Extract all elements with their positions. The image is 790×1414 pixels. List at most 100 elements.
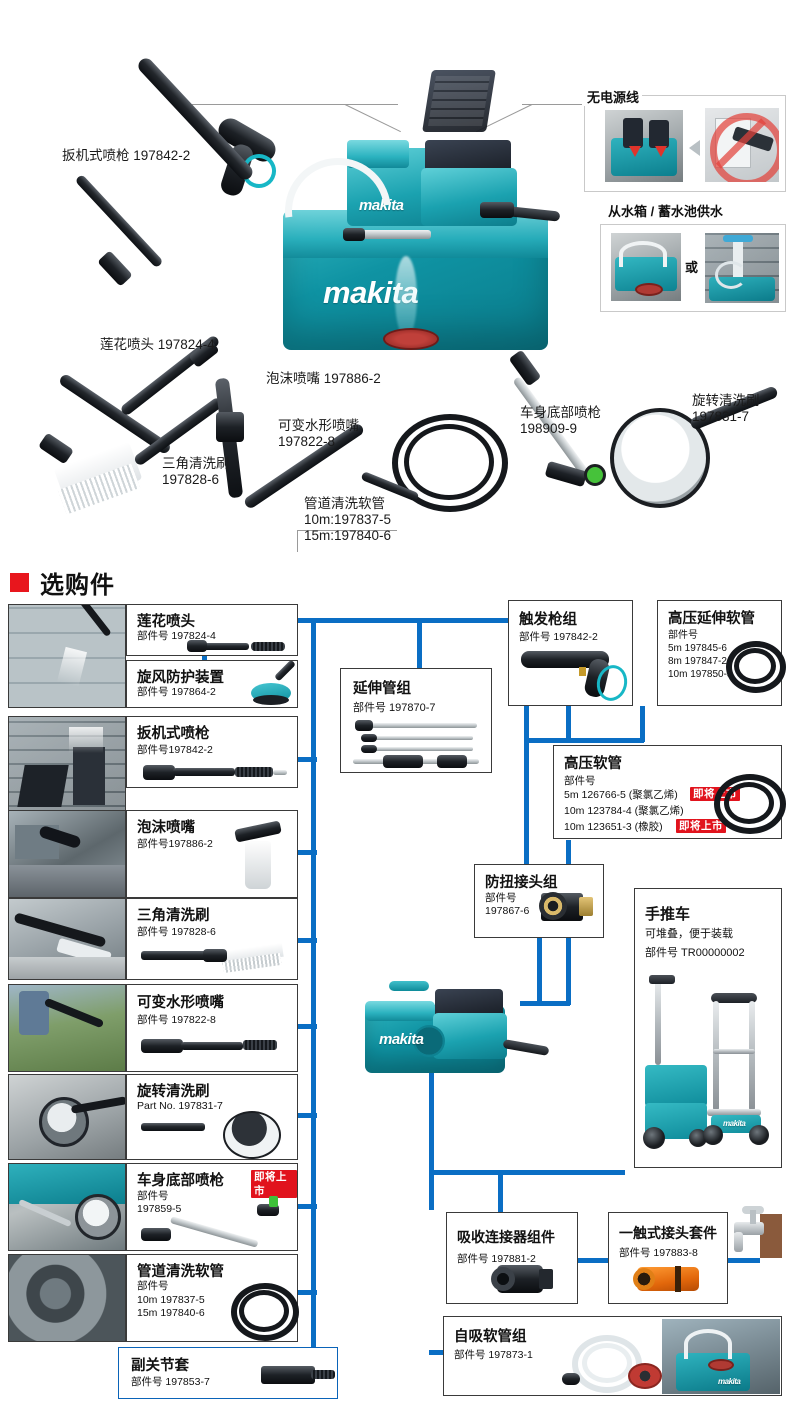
card-anti-twist-joint[interactable]: 防扭接头组 部件号 197867-6	[474, 864, 604, 938]
card-part-number: 部件号 197824-4	[137, 630, 216, 642]
wire-stub-variable	[297, 1024, 317, 1029]
section-heading: 选购件	[10, 565, 115, 600]
card-title: 延伸管组	[353, 681, 411, 697]
card-title: 泡沫喷嘴	[137, 820, 195, 836]
brand-logo-pump: makita	[359, 197, 404, 214]
card-joint-sleeve[interactable]: 副关节套 部件号 197853-7	[118, 1347, 338, 1399]
card-triangle-brush[interactable]: 三角清洗刷 部件号 197828-6	[126, 898, 298, 980]
hp-hose-line-1: 5m 126766-5 (聚氯乙烯)	[564, 789, 678, 801]
card-part-number: 部件号 197859-5	[137, 1190, 182, 1215]
wire-left-spine	[311, 618, 316, 1358]
card-part-number: 部件号 197853-7	[131, 1376, 210, 1388]
thumb-lotus-nozzle	[8, 604, 126, 708]
hero-label-foam-nozzle: 泡沫喷嘴 197886-2	[266, 371, 381, 386]
card-part-number: 部件号 197822-8	[137, 1014, 216, 1026]
inset-no-power-cord: 无电源线	[584, 87, 786, 192]
card-part-number: 部件号 197881-2	[457, 1253, 536, 1265]
card-self-priming-hose[interactable]: 自吸软管组 部件号 197873-1 makita	[443, 1316, 782, 1396]
card-lotus-nozzle[interactable]: 莲花喷头 部件号 197824-4	[126, 604, 298, 656]
wire-top-bus	[311, 618, 571, 623]
card-rotary-brush[interactable]: 旋转清洗刷 Part No. 197831-7	[126, 1074, 298, 1160]
hero-accessory-art	[37, 334, 779, 540]
hero-label-underbody-lance: 车身底部喷枪 198909-9	[520, 405, 601, 436]
card-subtitle: 可堆叠，便于装载	[645, 928, 733, 940]
card-title: 吸收连接器组件	[457, 1229, 555, 1245]
card-underbody-lance[interactable]: 车身底部喷枪 即将上市 部件号 197859-5	[126, 1163, 298, 1251]
card-title: 三角清洗刷	[137, 908, 210, 924]
wire-drop-extension	[417, 618, 422, 668]
card-part-number: 部件号 197870-7	[353, 702, 436, 714]
wire-triggerset-down1	[566, 706, 571, 742]
pressure-washer-illustration: makita makita	[263, 60, 575, 350]
wire-bottom-bus	[429, 1170, 625, 1175]
card-title: 触发枪组	[519, 612, 577, 628]
card-variable-nozzle[interactable]: 可变水形喷嘴 部件号 197822-8	[126, 984, 298, 1072]
wire-triggerset-down2	[524, 706, 529, 888]
card-title: 旋风防护装置	[137, 670, 224, 686]
card-part-number: 部件号 197828-6	[137, 926, 216, 938]
card-part-number: 部件号 197867-6	[485, 892, 530, 917]
section-title: 选购件	[40, 572, 115, 599]
card-title: 副关节套	[131, 1358, 189, 1374]
card-part-number: 部件号 197864-2	[137, 686, 216, 698]
card-extension-tube[interactable]: 延伸管组 部件号 197870-7	[340, 668, 492, 773]
card-hp-hose[interactable]: 高压软管 部件号 5m 126766-5 (聚氯乙烯) 即将上市 10m 123…	[553, 745, 786, 839]
card-part-number: 部件号197886-2	[137, 838, 213, 850]
card-title: 管道清洗软管	[137, 1264, 224, 1280]
card-foam-nozzle[interactable]: 泡沫喷嘴 部件号197886-2	[126, 810, 298, 898]
card-pipe-hose[interactable]: 管道清洗软管 部件号 10m 197837-5 15m 197840-6	[126, 1254, 299, 1342]
self-priming-photo: makita	[662, 1319, 780, 1394]
leader-line-pipehose-h	[297, 530, 397, 531]
card-title: 高压软管	[564, 756, 622, 772]
card-part-number: 部件号 10m 197837-5 15m 197840-6	[137, 1280, 205, 1319]
wire-stub-rotary	[297, 1113, 317, 1118]
faucet-icon	[726, 1204, 786, 1268]
card-cyclone-guard[interactable]: 旋风防护装置 部件号 197864-2	[126, 659, 298, 708]
wire-antitwist-left	[537, 938, 542, 1006]
card-trigger-gun[interactable]: 扳机式喷枪 部件号197842-2	[126, 716, 298, 788]
thumb-variable-nozzle	[8, 984, 126, 1072]
card-part-number: 部件号 5m 197845-6 8m 197847-2 10m 197850-3	[668, 630, 733, 680]
thumb-triangle-brush	[8, 898, 126, 980]
hero-label-triangle-brush: 三角清洗刷 197828-6	[162, 456, 230, 487]
card-title: 高压延伸软管	[668, 611, 755, 627]
card-title: 车身底部喷枪	[137, 1173, 224, 1189]
wire-stub-underbody	[297, 1204, 317, 1209]
card-title: 莲花喷头	[137, 614, 195, 630]
wire-stub-lotus	[297, 618, 317, 623]
card-title: 自吸软管组	[454, 1329, 527, 1345]
hp-hose-line-2: 10m 123784-4 (聚氯乙烯)	[564, 805, 684, 817]
hero-label-lotus-nozzle: 莲花喷头 197824-4	[100, 337, 215, 352]
hero-section: makita makita	[0, 0, 790, 555]
card-quick-coupling[interactable]: 一触式接头套件 部件号 197883-8	[608, 1212, 728, 1304]
card-hp-extension-hose[interactable]: 高压延伸软管 部件号 5m 197845-6 8m 197847-2 10m 1…	[657, 600, 786, 706]
card-part-label: 部件号	[564, 775, 596, 787]
wire-selfprime-stub	[429, 1350, 443, 1355]
card-part-number: 部件号 TR00000002	[645, 947, 745, 959]
wire-antitwist-right	[566, 938, 571, 978]
card-suction-connector[interactable]: 吸收连接器组件 部件号 197881-2	[446, 1212, 578, 1304]
central-unit-illustration: makita	[355, 975, 550, 1095]
thumb-foam-nozzle	[8, 810, 126, 898]
leader-line-noppower	[522, 104, 582, 105]
card-title: 扳机式喷枪	[137, 726, 210, 742]
thumb-pipe-hose	[8, 1254, 126, 1342]
thumb-underbody-lance	[8, 1163, 126, 1251]
card-part-number: 部件号197842-2	[137, 744, 213, 756]
wire-hpext-down	[640, 706, 645, 742]
wire-unit-right-in	[520, 1001, 525, 1006]
card-title: 一触式接头套件	[619, 1225, 717, 1241]
inset-caption-water-supply: 从水箱 / 蓄水池供水	[605, 201, 726, 220]
card-title: 手推车	[645, 906, 691, 923]
badge-coming-soon: 即将上市	[251, 1170, 297, 1198]
wire-unit-down	[429, 1050, 434, 1210]
wire-bus-hp	[524, 738, 644, 743]
inset-or-label: 或	[685, 260, 699, 275]
card-trigger-gun-set[interactable]: 触发枪组 部件号 197842-2	[508, 600, 633, 706]
hero-label-rotary-brush: 旋转清洗刷 197831-7	[692, 393, 760, 424]
card-hand-cart[interactable]: 手推车 可堆叠，便于装载 部件号 TR00000002 makita	[634, 888, 782, 1168]
hp-hose-line-3: 10m 123651-3 (橡胶)	[564, 821, 663, 833]
card-title: 旋转清洗刷	[137, 1084, 210, 1100]
wire-quick-link	[578, 1258, 608, 1263]
